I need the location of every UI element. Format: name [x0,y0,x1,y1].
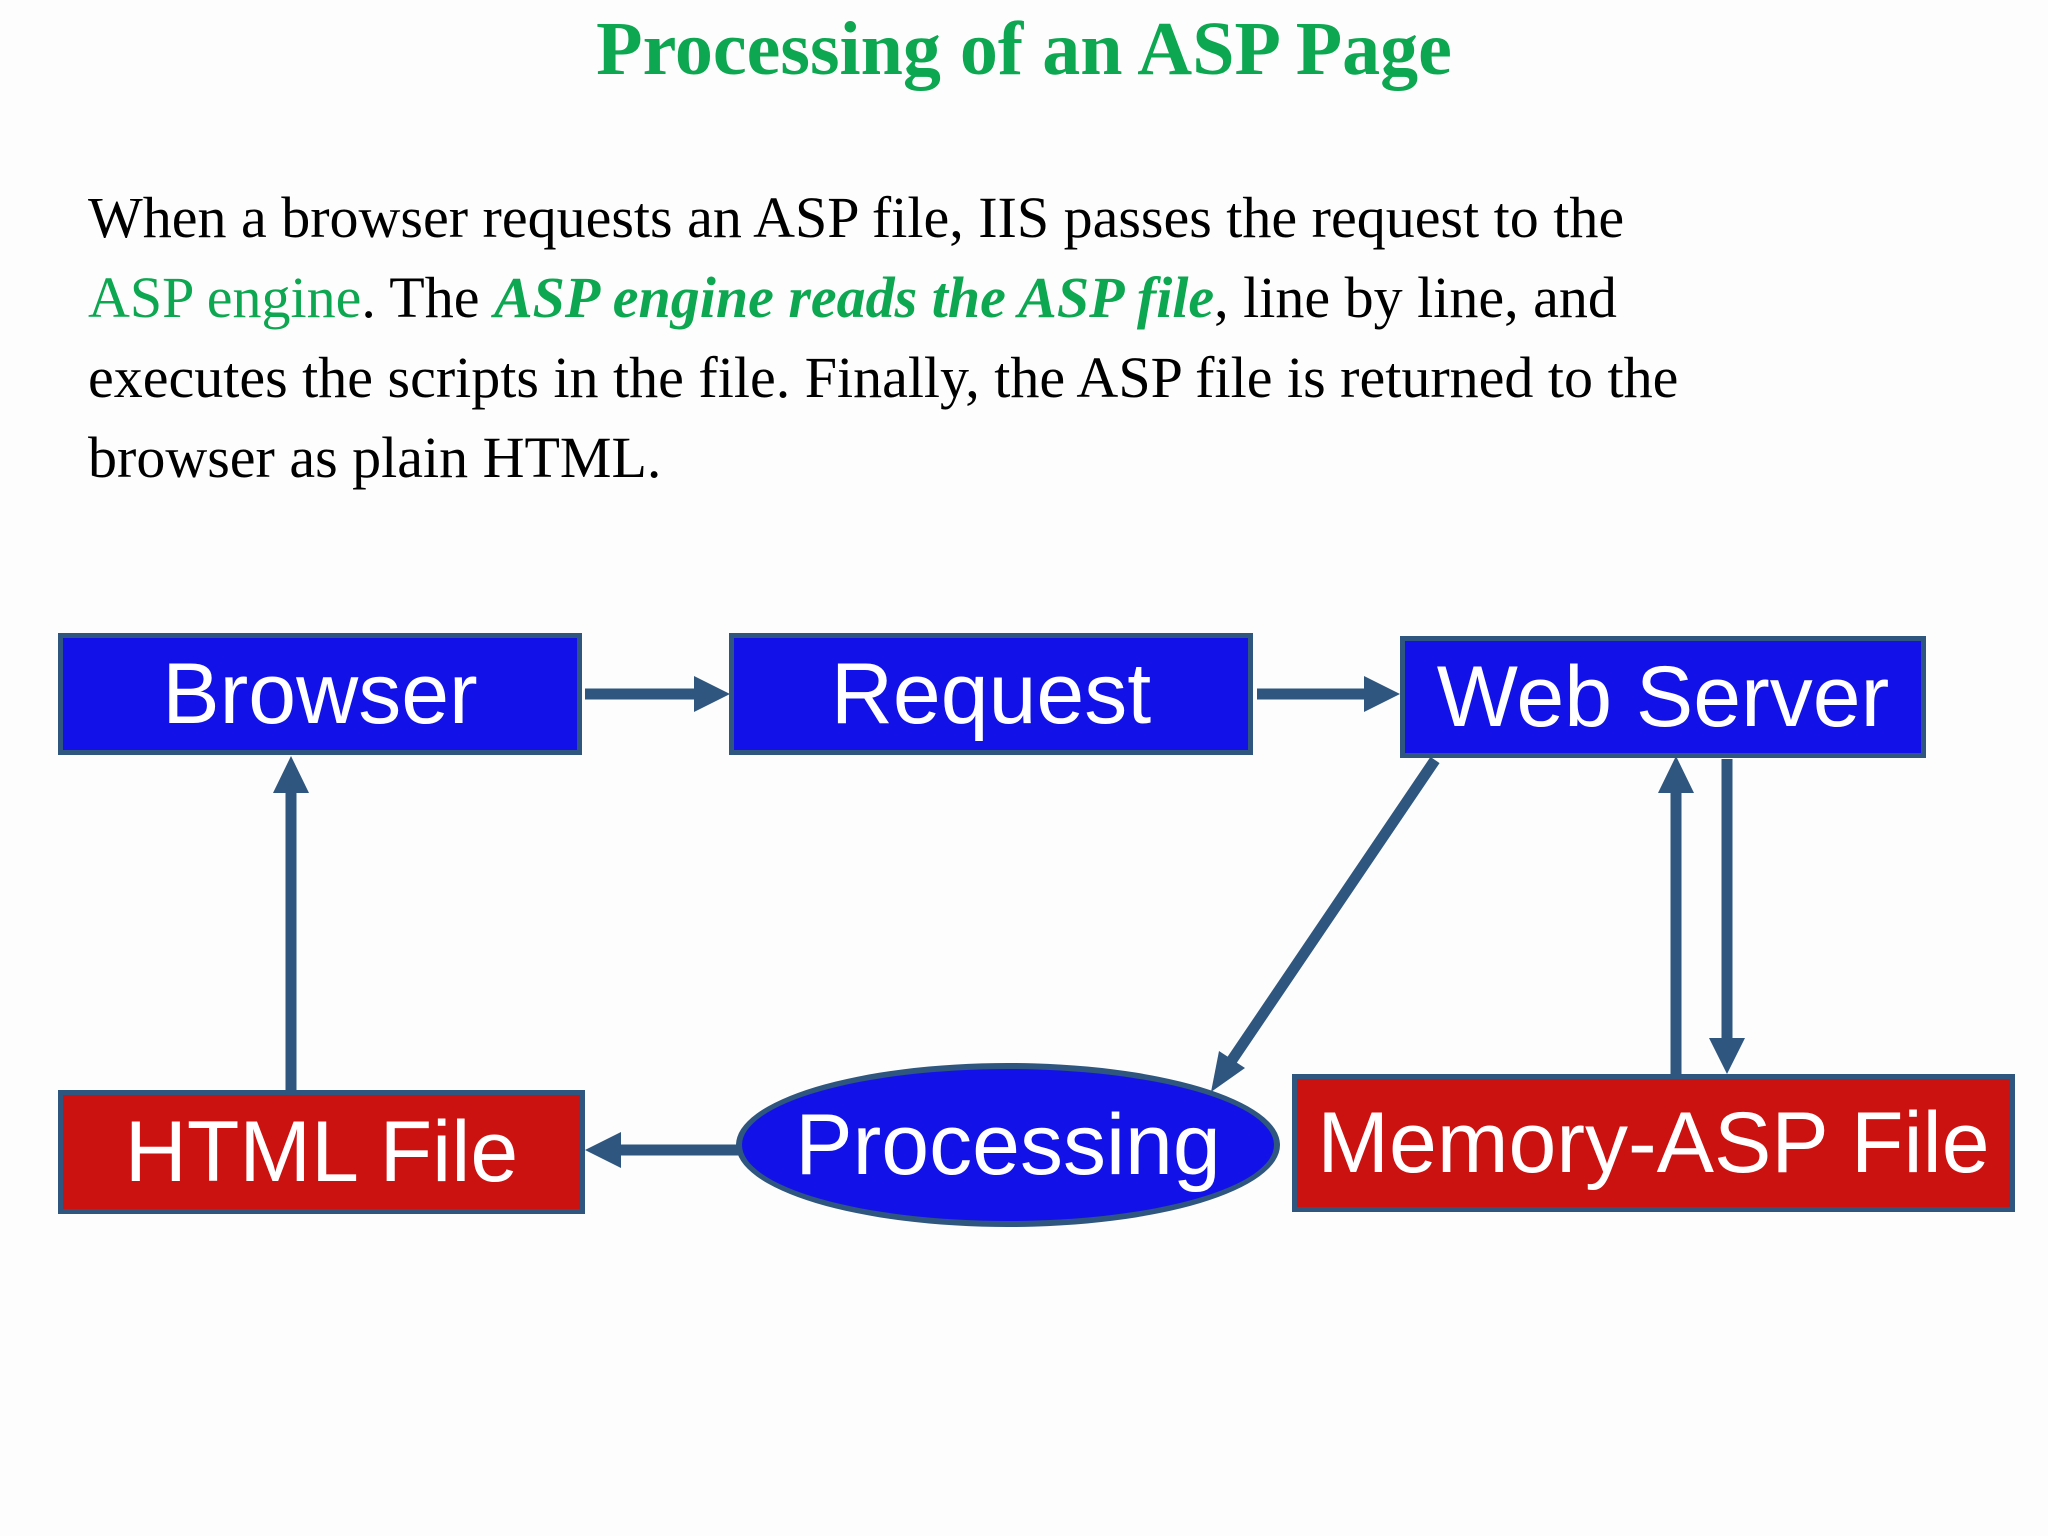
node-request: Request [729,633,1253,755]
arrow-web-server-to-processing [1211,756,1440,1092]
arrow-web-server-to-memory [1709,759,1745,1074]
paragraph-line4: browser as plain HTML. [88,425,662,490]
page-title: Processing of an ASP Page [596,7,1452,91]
paragraph-line1: When a browser requests an ASP file, IIS… [88,185,1625,250]
intro-paragraph: When a browser requests an ASP file, IIS… [88,178,1678,498]
paragraph-line2-end: , line by line, and [1214,265,1617,330]
arrow-memory-to-web-server [1658,756,1694,1074]
node-processing-label: Processing [795,1096,1221,1193]
node-browser-label: Browser [162,645,478,742]
node-web-server-label: Web Server [1436,648,1890,745]
node-memory-asp-file-label: Memory-ASP File [1317,1094,1990,1191]
paragraph-line2-mid: . The [361,265,494,330]
arrow-html-file-to-browser [273,756,309,1090]
asp-engine-emphasis-text: ASP engine reads the ASP file [493,265,1215,330]
node-memory-asp-file: Memory-ASP File [1292,1074,2015,1212]
node-processing: Processing [736,1063,1280,1227]
node-html-file-label: HTML File [124,1103,519,1200]
node-browser: Browser [58,633,582,755]
node-html-file: HTML File [58,1090,585,1214]
arrow-browser-to-request [585,676,730,712]
arrow-processing-to-html-file [585,1132,740,1168]
node-web-server: Web Server [1400,636,1926,758]
node-request-label: Request [830,645,1152,742]
arrow-request-to-web-server [1257,676,1400,712]
asp-engine-green-text: ASP engine [88,265,362,330]
paragraph-line3: executes the scripts in the file. Finall… [88,345,1679,410]
